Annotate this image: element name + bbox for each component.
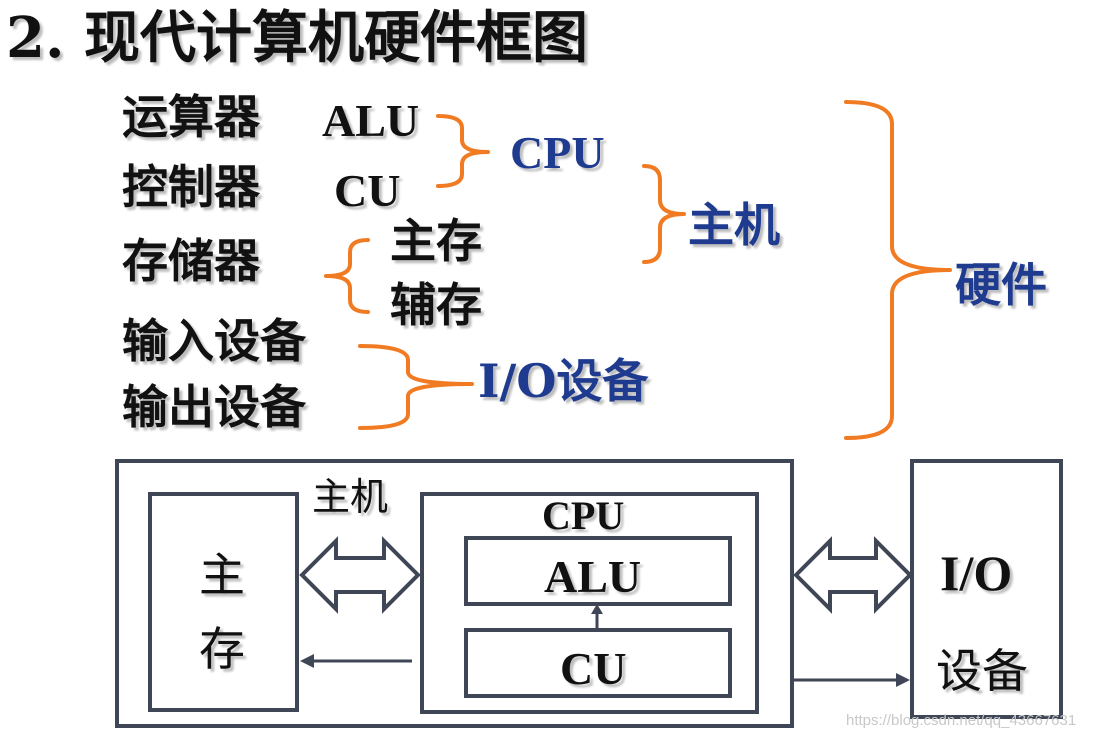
block-main-memory-char-2: 存 (199, 622, 245, 676)
block-alu-label: ALU (544, 551, 642, 602)
brace-host (642, 164, 686, 264)
page-title: 2. 现代计算机硬件框图 (6, 5, 588, 71)
block-cu-label: CU (560, 643, 627, 694)
io-box (910, 459, 1063, 719)
label-alu-en: ALU (322, 95, 420, 146)
arrowhead-to-io (896, 673, 910, 687)
label-alu-cn: 运算器 (122, 90, 260, 144)
cpu-box (420, 492, 759, 714)
double-arrow-host-io (793, 536, 913, 614)
arrowhead-to-memory (300, 654, 314, 668)
label-main-memory: 主存 (390, 214, 482, 268)
label-host: 主机 (688, 198, 780, 252)
label-output-device: 输出设备 (122, 380, 306, 434)
brace-io (358, 344, 474, 430)
main-memory-box (148, 492, 299, 712)
label-cpu: CPU (510, 127, 605, 178)
label-aux-memory: 辅存 (390, 278, 482, 332)
block-io-label: I/O (940, 545, 1013, 601)
arrowhead-to-alu (591, 604, 603, 614)
label-io-device: I/O设备 (478, 354, 649, 408)
block-host-label: 主机 (312, 475, 389, 519)
brace-memory (324, 238, 370, 314)
watermark: https://blog.csdn.net/qq_43667631 (846, 712, 1077, 729)
brace-hardware (844, 100, 952, 440)
host-box (115, 459, 794, 728)
label-memory: 存储器 (122, 234, 260, 288)
double-arrow-memory-cpu (299, 536, 421, 614)
label-hardware: 硬件 (955, 258, 1047, 312)
label-cu-en: CU (334, 165, 401, 216)
label-cu-cn: 控制器 (122, 160, 260, 214)
label-input-device: 输入设备 (122, 314, 306, 368)
alu-box (464, 536, 732, 606)
block-main-memory-char-1: 主 (199, 548, 245, 602)
block-io-device-label: 设备 (936, 644, 1028, 698)
block-cpu-label: CPU (542, 493, 625, 538)
brace-cpu (436, 114, 490, 188)
